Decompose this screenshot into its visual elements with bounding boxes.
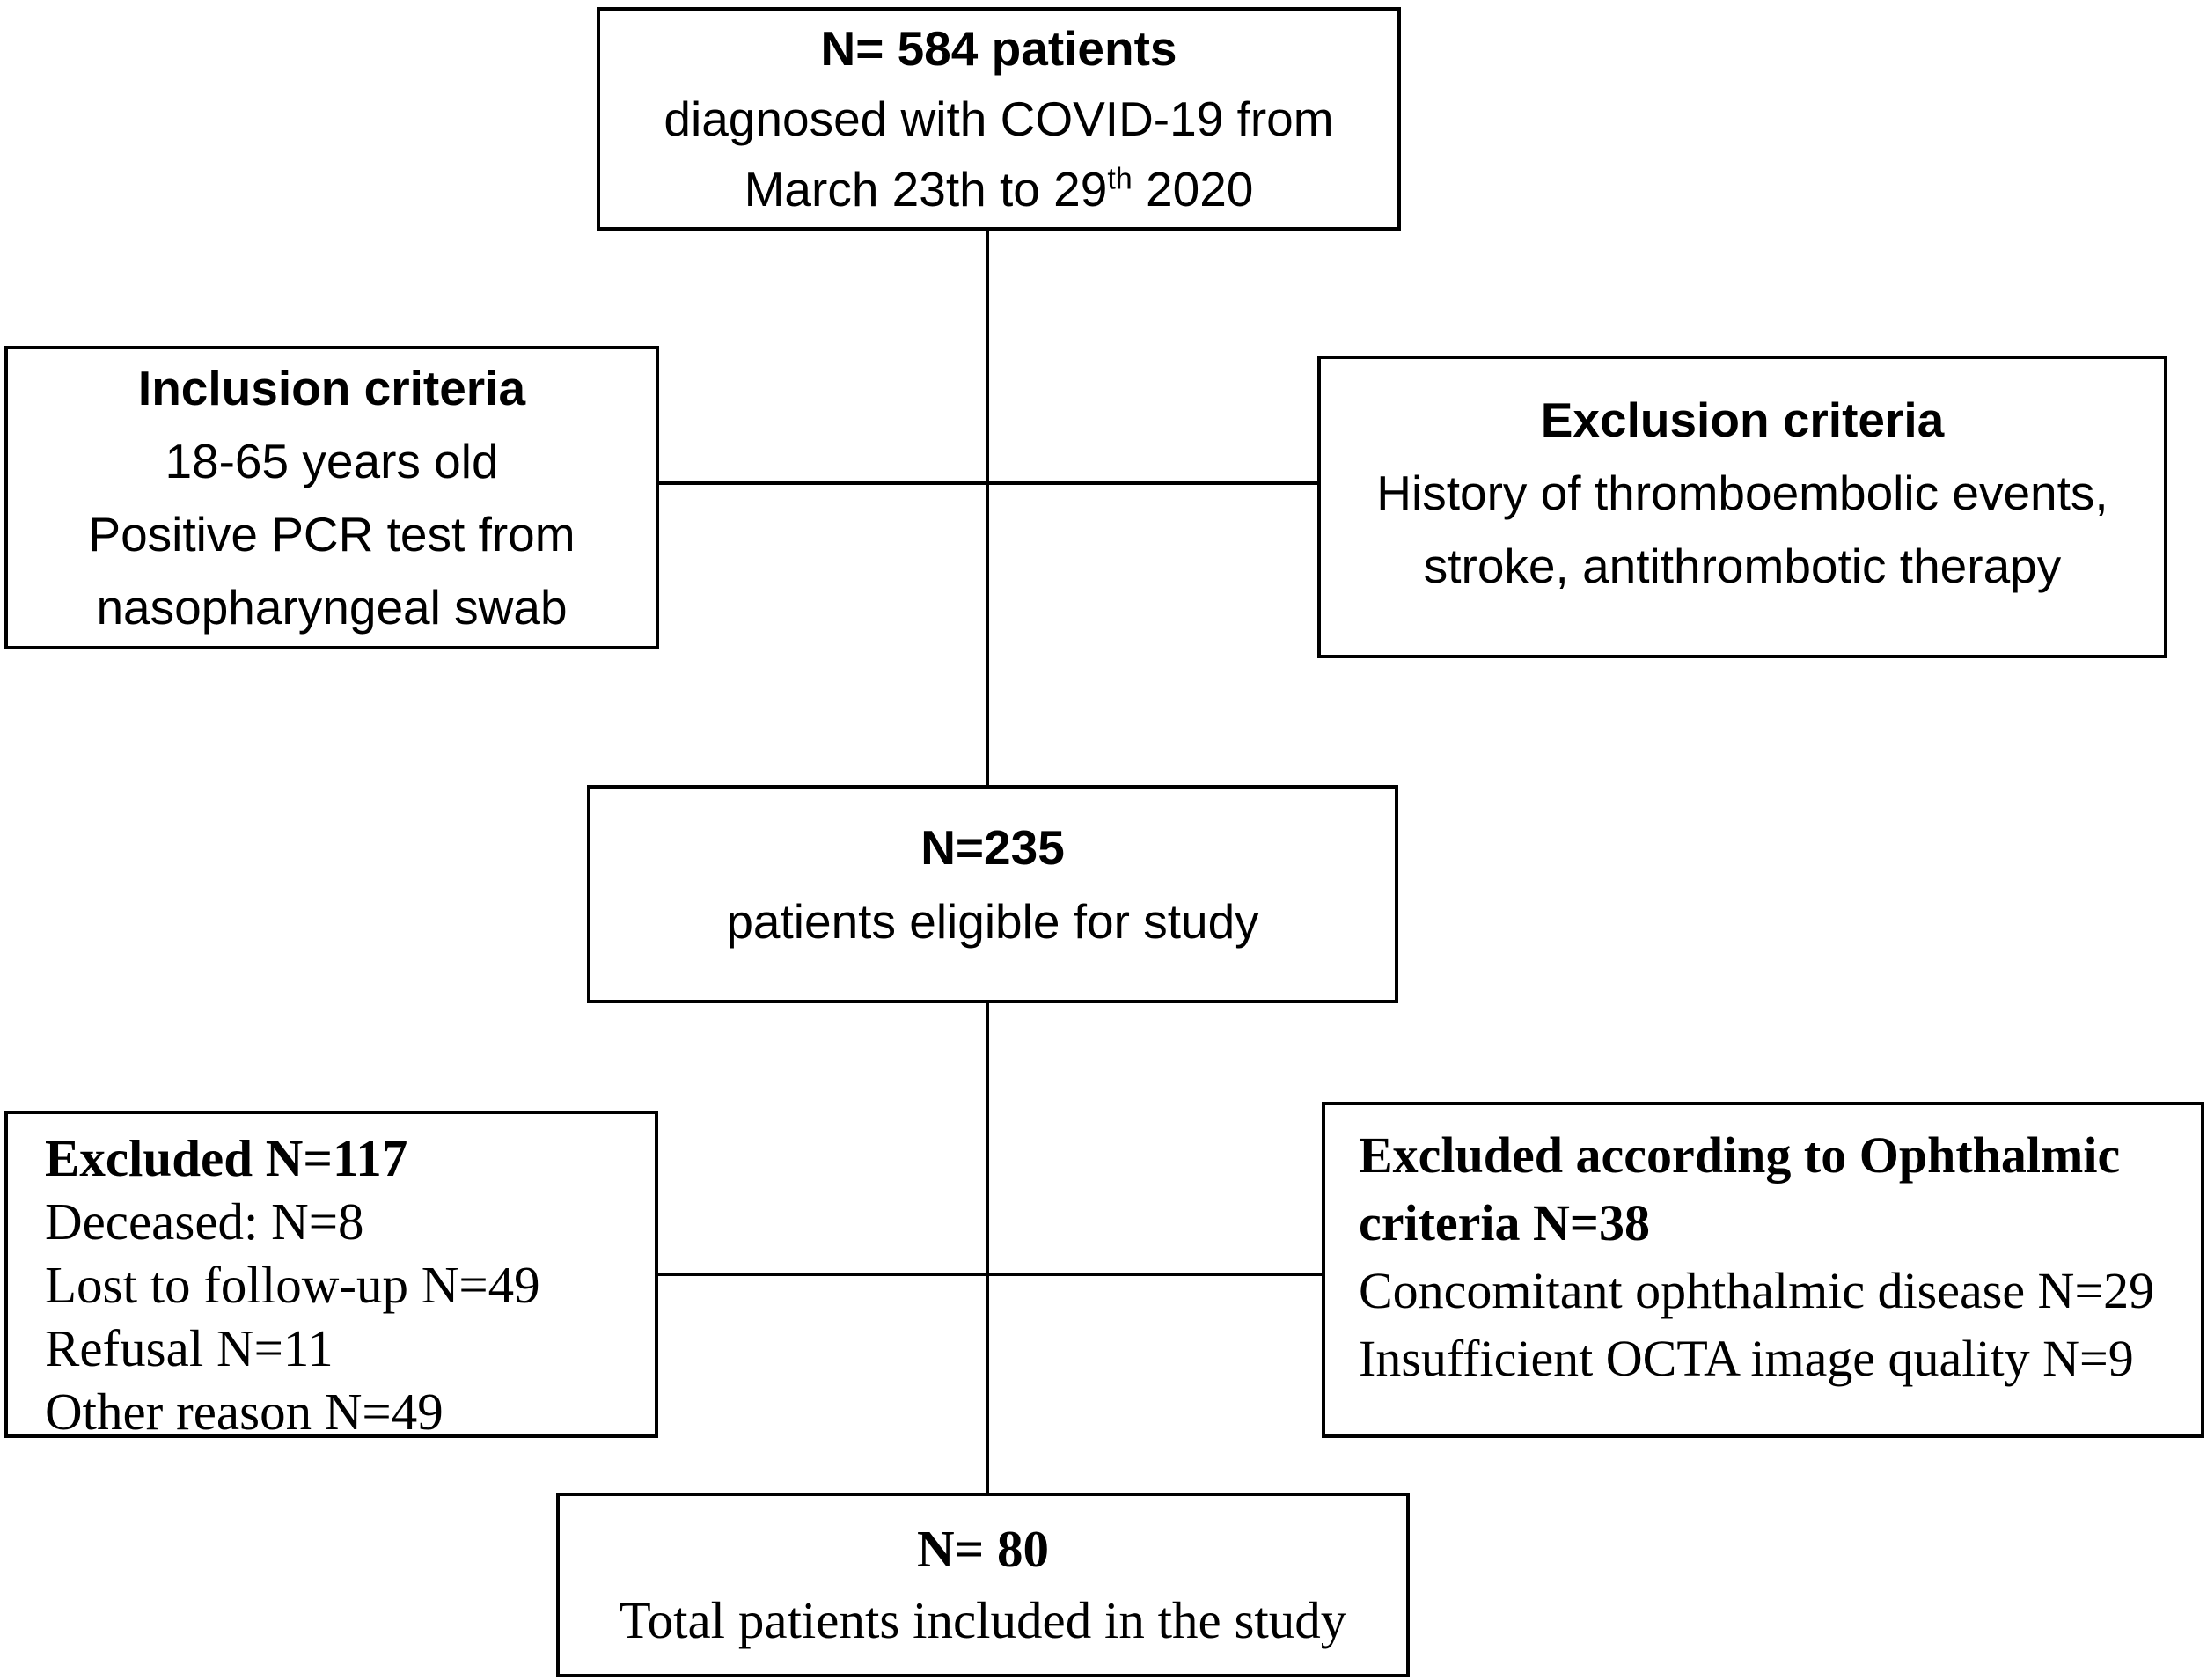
connector-horizontal-excluded bbox=[658, 1273, 1322, 1276]
flow-box-excluded-ophthalmic: Excluded according to Ophthalmic criteri… bbox=[1322, 1102, 2204, 1438]
flow-box-diagnosed-patients: N= 584 patients diagnosed with COVID-19 … bbox=[597, 7, 1401, 231]
diagnosed-date-superscript: th bbox=[1107, 162, 1133, 196]
connector-horizontal-criteria bbox=[659, 481, 1317, 485]
diagnosed-line2: diagnosed with COVID-19 from bbox=[664, 92, 1334, 146]
inclusion-line: Positive PCR test from bbox=[88, 506, 576, 561]
flow-box-inclusion-criteria: Inclusion criteria 18-65 years old Posit… bbox=[4, 346, 659, 649]
connector-vertical-top bbox=[986, 231, 989, 785]
eligible-heading: N=235 bbox=[920, 820, 1065, 875]
eligible-line2: patients eligible for study bbox=[726, 894, 1259, 949]
diagnosed-date-suffix: 2020 bbox=[1132, 162, 1254, 216]
flow-box-total-included: N= 80 Total patients included in the stu… bbox=[556, 1493, 1410, 1677]
inclusion-heading: Inclusion criteria bbox=[137, 360, 526, 415]
exclusion-heading: Exclusion criteria bbox=[1540, 392, 1945, 447]
exclusion-line: History of thromboembolic events, bbox=[1376, 466, 2108, 520]
excluded-reason: Refusal N=11 bbox=[45, 1319, 334, 1377]
excluded-heading: Excluded N=117 bbox=[45, 1129, 408, 1187]
ophthalmic-heading: Excluded according to Ophthalmic criteri… bbox=[1359, 1126, 2121, 1251]
included-heading: N= 80 bbox=[917, 1520, 1049, 1578]
flow-box-exclusion-criteria: Exclusion criteria History of thromboemb… bbox=[1317, 356, 2167, 658]
diagnosed-date-prefix: March 23th to 29 bbox=[744, 162, 1108, 216]
ophthalmic-reason: Insufficient OCTA image quality N=9 bbox=[1359, 1330, 2134, 1387]
flow-box-excluded-general: Excluded N=117 Deceased: N=8 Lost to fol… bbox=[4, 1111, 658, 1441]
flow-box-eligible-patients: N=235 patients eligible for study bbox=[587, 785, 1398, 1003]
diagnosed-line3: March 23th to 29th 2020 bbox=[600, 154, 1397, 224]
inclusion-line: 18-65 years old bbox=[165, 433, 499, 488]
diagnosed-heading: N= 584 patients bbox=[820, 21, 1177, 76]
excluded-reason: Other reason N=49 bbox=[45, 1383, 444, 1441]
ophthalmic-reason: Concomitant ophthalmic disease N=29 bbox=[1359, 1262, 2155, 1319]
excluded-reason: Lost to follow-up N=49 bbox=[45, 1256, 540, 1314]
exclusion-line: stroke, antithrombotic therapy bbox=[1423, 539, 2062, 593]
excluded-reason: Deceased: N=8 bbox=[45, 1192, 364, 1251]
inclusion-line: nasopharyngeal swab bbox=[96, 579, 568, 635]
included-line2: Total patients included in the study bbox=[619, 1591, 1347, 1649]
connector-vertical-bottom bbox=[986, 1003, 989, 1493]
